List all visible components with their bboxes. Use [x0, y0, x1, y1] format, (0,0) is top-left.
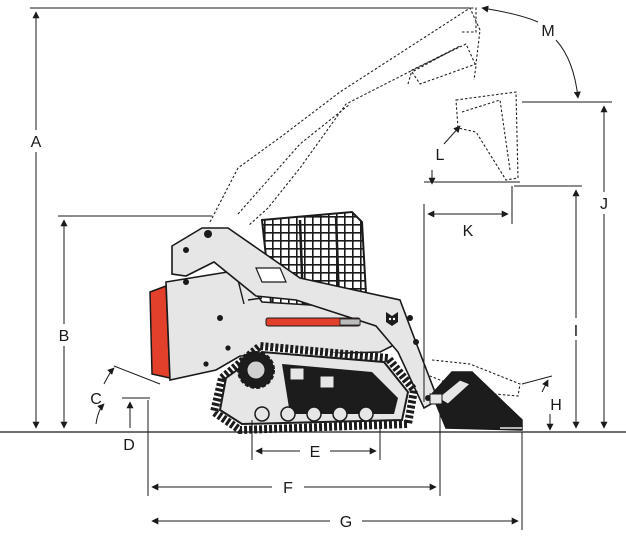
dimension-l: L [424, 125, 520, 185]
dimension-j: J [522, 101, 614, 429]
label-k: K [463, 223, 474, 240]
label-c: C [90, 391, 102, 408]
label-d: D [123, 437, 135, 454]
label-f: F [283, 480, 293, 497]
label-e: E [310, 444, 321, 461]
dimension-f: F [147, 400, 441, 497]
dimension-m: M [481, 5, 581, 99]
dimension-d: D [122, 397, 150, 454]
dimension-c: C [90, 365, 161, 425]
rubber-track [209, 341, 419, 435]
label-h: H [550, 397, 562, 414]
label-g: G [340, 514, 352, 531]
label-m: M [541, 23, 554, 40]
bobcat-logo-icon [386, 312, 398, 326]
label-j: J [600, 196, 608, 213]
dimension-h: H [521, 375, 562, 431]
skid-steer-loader [149, 210, 523, 435]
dimension-i: I [514, 185, 586, 429]
dimension-k: K [423, 186, 513, 402]
label-i: I [574, 323, 578, 340]
dimension-e: E [251, 420, 381, 461]
dimension-g: G [151, 432, 523, 531]
label-b: B [59, 328, 70, 345]
lift-arm [171, 227, 439, 410]
label-a: A [31, 134, 42, 151]
label-l: L [436, 147, 445, 164]
dimension-b: B [54, 215, 212, 429]
raised-lift-arm-outline [209, 7, 519, 227]
dimension-a: A [26, 7, 470, 429]
